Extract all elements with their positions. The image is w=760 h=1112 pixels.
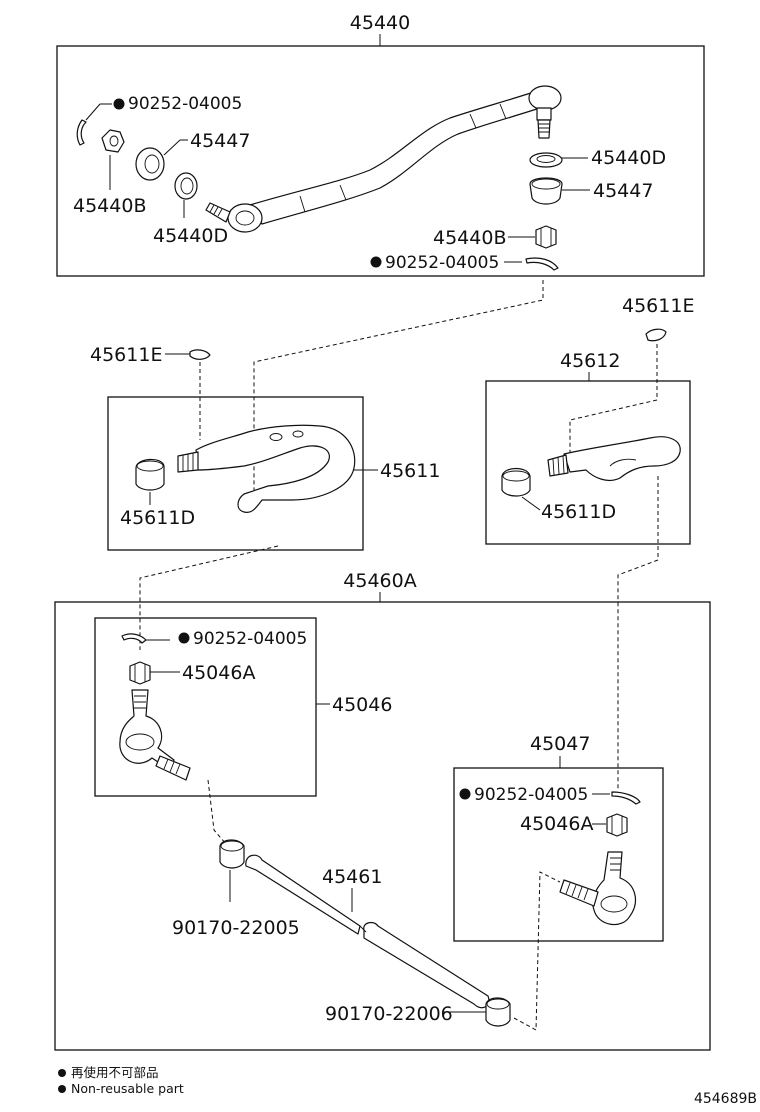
knuckle-arm-left-box (107, 396, 364, 551)
adjusting-tube-label[interactable]: 45461 (322, 866, 382, 888)
knuckle-arm-right-label[interactable]: 45612 (560, 350, 620, 372)
tie-rod-end-left[interactable] (227, 203, 263, 233)
nut-top-right-label[interactable]: 45440B (433, 227, 506, 249)
relay-rod-end-label[interactable]: 45047 (530, 733, 590, 755)
clamp-nut-lower-label[interactable]: 90170-22006 (325, 1003, 453, 1025)
knuckle-arm-left-group: 45611E 45611 45611D (90, 344, 440, 551)
cover-top-left[interactable] (135, 147, 165, 181)
legend-non-reusable-jp: 再使用不可部品 (71, 1065, 159, 1080)
cotter-pin-mid-right[interactable] (611, 791, 641, 805)
drag-link-assembly-box (54, 601, 711, 1051)
drag-link-assembly-label[interactable]: 45460A (343, 570, 416, 592)
nut-top-left-label[interactable]: 45440B (73, 195, 146, 217)
knuckle-arm-right-box (485, 380, 691, 545)
relay-rod-end-right[interactable] (592, 851, 637, 926)
tie-rod-end-left-box (94, 617, 317, 797)
key-right-label[interactable]: 45611E (622, 295, 694, 317)
cover-top-left-label[interactable]: 45447 (190, 130, 250, 152)
cotter-pin-mid-right-label[interactable]: 90252-04005 (474, 785, 588, 805)
bushing-left[interactable] (135, 458, 165, 491)
tie-rod-assembly-label[interactable]: 45440 (350, 12, 410, 34)
knuckle-arm-right[interactable] (563, 436, 681, 482)
castle-nut-right-label[interactable]: 45046A (520, 813, 593, 835)
knuckle-arm-right-group: 45611E 45612 45611D (485, 295, 694, 545)
tie-rod-end-right[interactable] (528, 85, 562, 111)
key-right[interactable] (645, 328, 667, 342)
seal-top-left-label[interactable]: 45440D (153, 225, 228, 247)
bushing-left-label[interactable]: 45611D (120, 507, 195, 529)
seal-top-left[interactable] (174, 172, 198, 200)
knuckle-arm-left-label[interactable]: 45611 (380, 460, 440, 482)
cotter-pin-top-left-label[interactable]: 90252-04005 (128, 94, 242, 114)
tie-rod-bar[interactable] (249, 89, 547, 225)
legend-non-reusable-en: Non-reusable part (71, 1081, 184, 1096)
relay-rod-end-box (453, 767, 664, 942)
castle-nut-left-label[interactable]: 45046A (182, 662, 255, 684)
cover-top-right-label[interactable]: 45447 (593, 180, 653, 202)
nut-top-left[interactable] (101, 129, 125, 153)
seal-top-right[interactable] (529, 152, 563, 168)
key-left[interactable] (189, 349, 211, 360)
cover-top-right[interactable] (529, 177, 563, 205)
bushing-right[interactable] (501, 467, 531, 497)
tie-rod-end-left-label[interactable]: 45046 (332, 694, 392, 716)
tie-rod-assembly-group: 45440 90252-04005 45440B 45447 45440D (56, 12, 705, 277)
figure-code: 454689B (694, 1091, 757, 1107)
knuckle-arm-left[interactable] (195, 424, 356, 513)
clamp-nut-lower[interactable] (485, 997, 511, 1027)
cotter-pin-mid-left-label[interactable]: 90252-04005 (193, 629, 307, 649)
nut-top-right[interactable] (535, 225, 557, 249)
adjusting-tube[interactable] (245, 854, 361, 935)
clamp-nut-upper-label[interactable]: 90170-22005 (172, 917, 300, 939)
tie-rod-end-left[interactable] (119, 689, 175, 771)
bushing-right-label[interactable]: 45611D (541, 501, 616, 523)
cotter-pin-top-right-label[interactable]: 90252-04005 (385, 253, 499, 273)
cotter-pin-top-left[interactable] (76, 119, 87, 146)
clamp-nut-upper[interactable] (219, 839, 245, 869)
castle-nut-right[interactable] (606, 813, 628, 837)
drag-link-assembly-group: 45460A 90252-04005 45046A 45046 90170-22… (54, 570, 711, 1051)
cotter-pin-top-right[interactable] (525, 257, 559, 271)
cotter-pin-mid-left[interactable] (121, 633, 147, 644)
legend: 再使用不可部品 Non-reusable part (58, 1065, 184, 1096)
castle-nut-left[interactable] (129, 661, 151, 685)
seal-top-right-label[interactable]: 45440D (591, 147, 666, 169)
key-left-label[interactable]: 45611E (90, 344, 162, 366)
